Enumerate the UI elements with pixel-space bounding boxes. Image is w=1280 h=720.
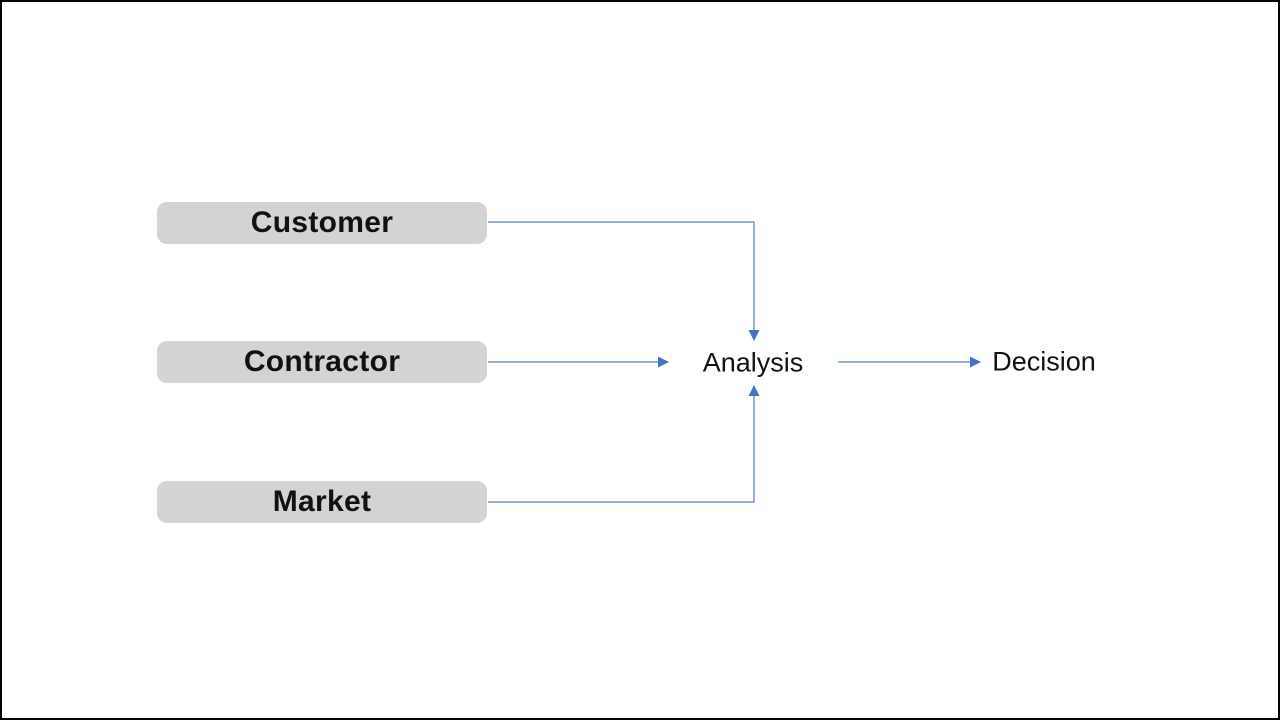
node-customer: Customer bbox=[157, 202, 487, 244]
node-market-label: Market bbox=[272, 485, 372, 518]
node-contractor-label: Contractor bbox=[243, 345, 401, 378]
node-contractor: Contractor bbox=[157, 341, 487, 383]
node-decision: Decision bbox=[992, 346, 1096, 377]
connector-market-to-analysis bbox=[488, 385, 760, 503]
connector-customer-to-analysis bbox=[488, 221, 760, 341]
node-market: Market bbox=[157, 481, 487, 523]
node-analysis: Analysis bbox=[702, 347, 804, 378]
node-customer-label: Customer bbox=[250, 206, 394, 239]
